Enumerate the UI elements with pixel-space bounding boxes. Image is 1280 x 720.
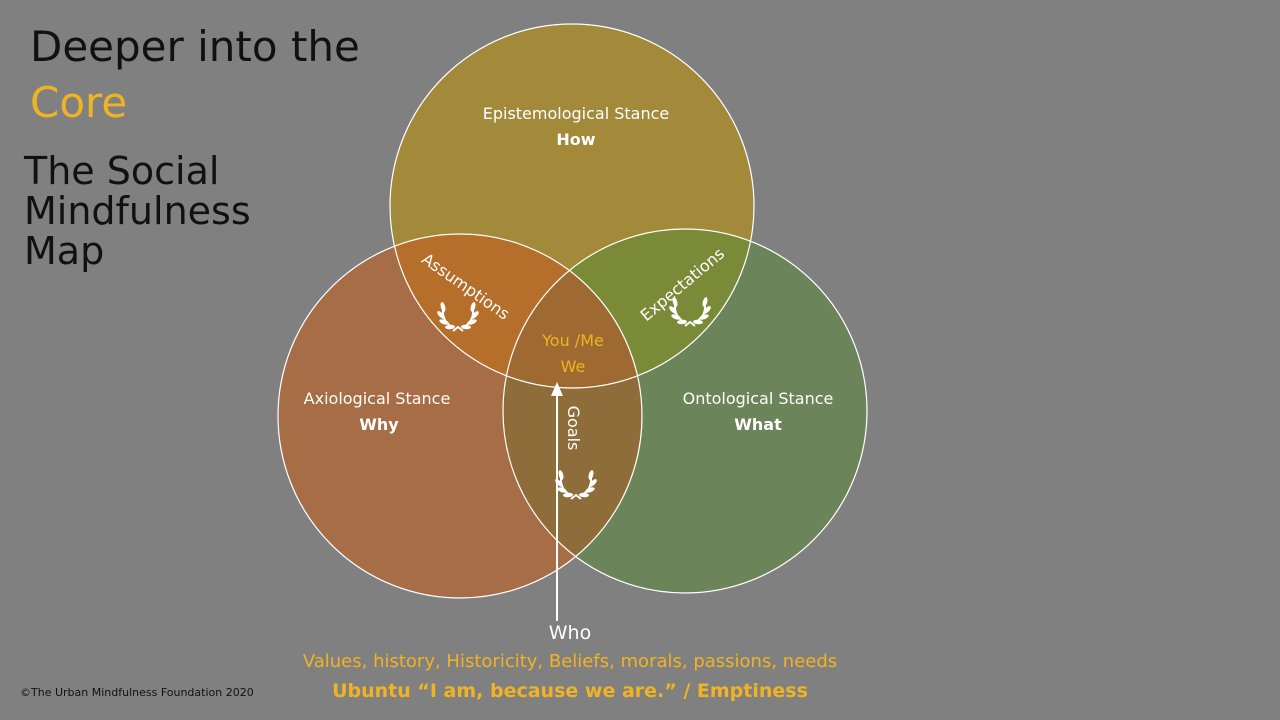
axiological-label: Axiological Stance: [304, 389, 451, 408]
who-arrow-head: [551, 382, 563, 396]
axiological-sub: Why: [359, 415, 399, 434]
subtitle-line-2: Mindfulness: [24, 189, 251, 233]
circle-epistemological-outline: [389, 23, 755, 389]
center-label-line2: We: [561, 357, 586, 376]
center-label-line1: You /Me: [541, 331, 604, 350]
who-label: Who: [548, 622, 592, 644]
circle-axiological-outline: [277, 233, 643, 599]
copyright-notice: ©The Urban Mindfulness Foundation 2020: [20, 686, 254, 699]
subtitle-line-3: Map: [24, 229, 105, 273]
ontological-sub: What: [734, 415, 782, 434]
ontological-label: Ontological Stance: [683, 389, 834, 408]
circle-ontological-outline: [502, 228, 868, 594]
epistemological-sub: How: [556, 130, 595, 149]
epistemological-label: Epistemological Stance: [483, 104, 670, 123]
subtitle-line-1: The Social: [24, 149, 220, 193]
title-line-2: Core: [30, 78, 128, 127]
overlap-center: [503, 234, 642, 388]
values-line: Values, history, Historicity, Beliefs, m…: [302, 651, 838, 672]
ubuntu-line: Ubuntu “I am, because we are.” / Emptine…: [332, 680, 808, 702]
goals-label: Goals: [564, 406, 583, 451]
title-line-1: Deeper into the: [30, 22, 360, 71]
